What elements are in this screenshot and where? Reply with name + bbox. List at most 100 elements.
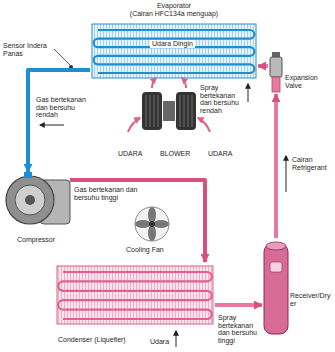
text-block: Receiver/Dryer: [290, 292, 331, 307]
annotation-label: UDARA: [118, 150, 143, 158]
blower-wheel: [142, 92, 162, 130]
tube: [98, 55, 250, 57]
flow-arrow: [286, 156, 287, 192]
fan-hub: [149, 221, 155, 227]
condenser-body: [57, 266, 213, 324]
refrigerant-pipe: [28, 70, 90, 172]
compressor-node: Compressor: [2, 172, 70, 248]
air-arrow: [198, 118, 210, 132]
expansion-valve-body: [270, 57, 282, 77]
tube-bend: [207, 291, 212, 300]
component-name: Expansion Valve: [285, 74, 331, 89]
blower-vanes: [146, 95, 192, 127]
annotation-label: Sensor Indera Panas: [3, 42, 53, 57]
vane: [184, 95, 185, 127]
vane: [192, 95, 193, 127]
vane: [158, 95, 159, 127]
component-name: Condenser (Liquefier): [58, 336, 148, 344]
annotation-label: UDARA: [208, 150, 233, 158]
suction-port: [24, 172, 32, 178]
annotation-label: BLOWER: [160, 150, 190, 158]
annotation-label: Gas bertekanan dan bersuhu tinggi: [74, 186, 138, 201]
blower-motor: [163, 101, 175, 121]
component-name: Receiver/Dryer: [290, 292, 331, 307]
valve-cap: [272, 52, 280, 57]
text-block: Evaporator(Cairan HFC134a menguap): [90, 2, 258, 17]
vane: [188, 95, 189, 127]
component-name: Evaporator: [90, 2, 258, 10]
refrigerant-pipe: [215, 303, 262, 307]
vane: [150, 95, 151, 127]
evaporator-body: [92, 24, 256, 78]
condenser-fins: [57, 266, 213, 324]
tube-bend: [58, 300, 63, 309]
text-block: Condenser (Liquefier): [58, 336, 148, 344]
refrigerant-pipe: [258, 64, 268, 68]
text-block: Expansion Valve: [285, 74, 331, 89]
annotation-label: Udara: [150, 338, 169, 346]
receiver-dryer-node: Receiver/Dryer: [262, 238, 332, 338]
blower-symbol: [142, 92, 196, 130]
air-arrow: [176, 331, 177, 347]
sensor-leader: [54, 49, 70, 65]
tube: [98, 63, 250, 65]
fan-ring: [135, 207, 169, 241]
condenser-tubes: [58, 272, 211, 319]
tube-bend: [207, 310, 212, 319]
annotation-label: Cooling Fan: [126, 246, 164, 254]
flow-arrow: [248, 84, 249, 102]
compressor-pulley: [6, 176, 54, 224]
fan-blade: [148, 207, 156, 223]
fan-blade: [135, 220, 151, 228]
tube: [63, 290, 207, 292]
tube: [63, 318, 207, 320]
air-arrow: [128, 118, 140, 132]
vane: [146, 95, 147, 127]
pulley-hub: [25, 195, 35, 205]
tube-bend: [94, 56, 98, 65]
vane: [180, 95, 181, 127]
tube-bend: [207, 272, 212, 281]
annotation-label: Udara Dingin: [150, 40, 195, 48]
annotation-label: Cairan Refrigerant: [292, 156, 332, 171]
annotation-label: Gas bertekanan dan bersuhu rendah: [36, 96, 96, 119]
air-arrow: [152, 78, 156, 88]
tube: [63, 280, 207, 282]
pulley-inner: [15, 185, 45, 215]
component-note: (Cairan HFC134a menguap): [90, 10, 258, 18]
blower-wheel: [176, 92, 196, 130]
annotation-label: Spray bertekanan dan bersuhu tinggi: [218, 314, 260, 345]
annotation-label: Spray bertekanan dan bersuhu rendah: [200, 84, 244, 115]
air-flow-arrows: [128, 78, 210, 132]
tube-bend: [94, 39, 98, 48]
flow-arrow: [40, 125, 64, 126]
tube: [63, 299, 207, 301]
evaporator-tubes: [94, 30, 255, 73]
tube-bend: [250, 47, 254, 56]
tube: [63, 309, 207, 311]
refrigerant-pipe: [274, 94, 278, 238]
tube: [63, 271, 207, 273]
tube: [98, 72, 250, 74]
text-block: Compressor: [2, 236, 70, 244]
tube-bend: [250, 30, 254, 39]
tube: [98, 29, 250, 31]
refrigerant-pipe: [70, 180, 205, 262]
condenser-node: Condenser (Liquefier): [55, 262, 215, 348]
tube-bend: [250, 64, 254, 73]
component-name: Compressor: [2, 236, 70, 244]
fan-blade: [153, 220, 169, 228]
vane: [154, 95, 155, 127]
evaporator-fins: [92, 24, 256, 78]
receiver-cap: [266, 242, 286, 250]
air-arrow: [182, 78, 186, 88]
cooling-fan: [135, 207, 169, 241]
sight-glass: [270, 262, 282, 272]
tube-bend: [58, 281, 63, 290]
receiver-dryer-body: [264, 244, 288, 334]
fan-blade: [148, 225, 156, 241]
expansion-valve-node: Expansion Valve: [268, 50, 332, 94]
